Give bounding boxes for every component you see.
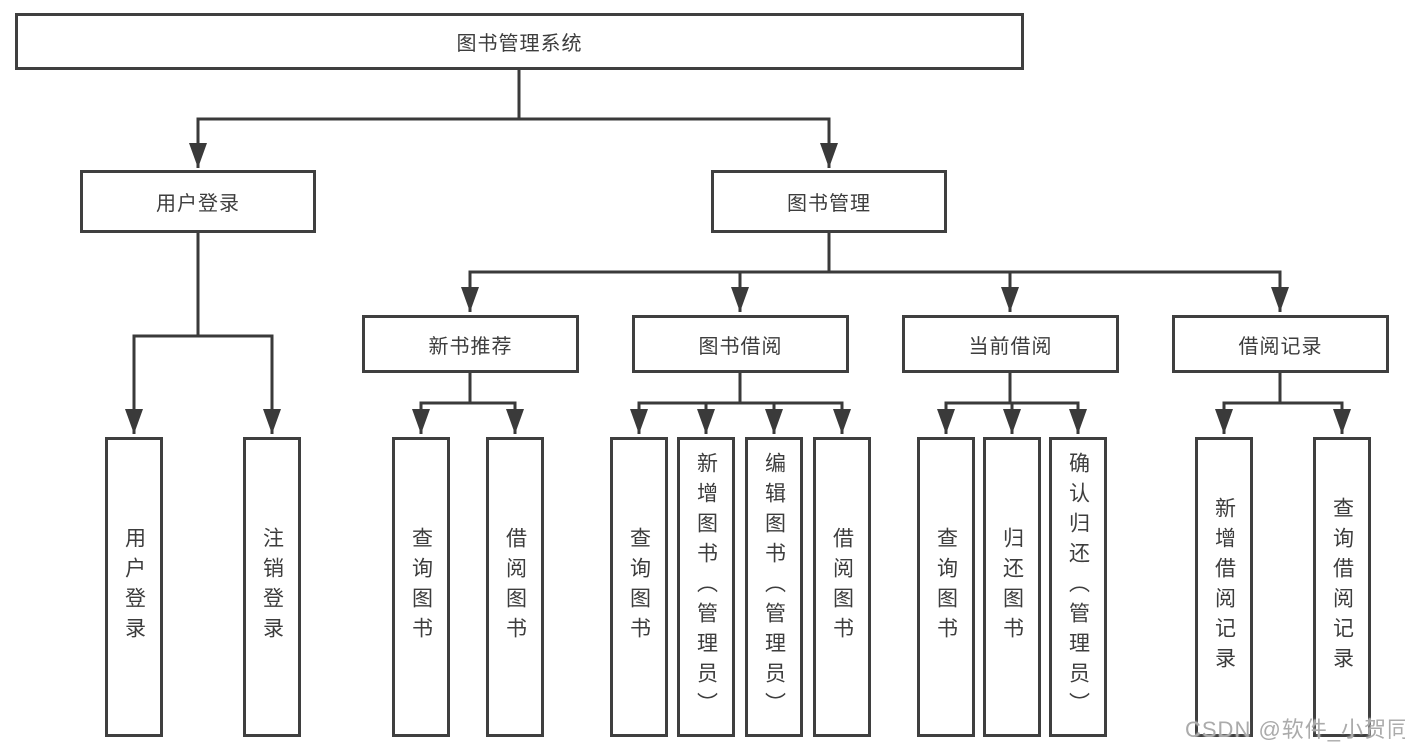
node-query-books-current: 查询图书: [917, 437, 975, 737]
connector-user-login-children: [125, 233, 281, 434]
node-add-book-admin-label: 新增图书（管理员）: [694, 452, 718, 722]
node-return-books-label: 归还图书: [1000, 527, 1024, 647]
node-edit-book-admin-label: 编辑图书（管理员）: [762, 452, 786, 722]
node-user-login-leaf: 用户登录: [105, 437, 163, 737]
node-add-book-admin: 新增图书（管理员）: [677, 437, 735, 737]
node-borrow-books-borrowing-label: 借阅图书: [830, 527, 854, 647]
node-confirm-return-admin-label: 确认归还（管理员）: [1066, 452, 1090, 722]
node-user-login-label: 用户登录: [156, 193, 240, 215]
node-query-books-current-label: 查询图书: [934, 527, 958, 647]
node-query-books-recommend-label: 查询图书: [409, 527, 433, 647]
connector-root-to-level2: [189, 69, 838, 168]
node-query-borrow-record: 查询借阅记录: [1313, 437, 1371, 737]
root-node: 图书管理系统: [15, 13, 1024, 70]
node-query-borrow-record-label: 查询借阅记录: [1330, 497, 1354, 677]
connector-book-management-children: [461, 233, 1289, 312]
node-logout: 注销登录: [243, 437, 301, 737]
node-user-login-leaf-label: 用户登录: [122, 527, 146, 647]
connector-new-book-recommendation-children: [412, 373, 524, 434]
node-query-books-recommend: 查询图书: [392, 437, 450, 737]
csdn-watermark: CSDN @软件_小贺同学: [1185, 717, 1405, 742]
node-query-books-borrowing: 查询图书: [610, 437, 668, 737]
node-edit-book-admin: 编辑图书（管理员）: [745, 437, 803, 737]
root-node-label: 图书管理系统: [456, 33, 583, 55]
node-return-books: 归还图书: [983, 437, 1041, 737]
node-add-borrow-record: 新增借阅记录: [1195, 437, 1253, 737]
node-borrowing-records-label: 借阅记录: [1238, 335, 1323, 358]
node-borrowing-records: 借阅记录: [1172, 315, 1389, 373]
node-book-management-label: 图书管理: [787, 193, 871, 215]
node-user-login: 用户登录: [80, 170, 316, 233]
node-new-book-recommendation-label: 新书推荐: [428, 335, 513, 358]
connector-borrowing-records-children: [1215, 373, 1351, 434]
node-current-borrowing-label: 当前借阅: [968, 335, 1053, 358]
node-logout-label: 注销登录: [260, 527, 284, 647]
node-book-management: 图书管理: [711, 170, 947, 233]
node-query-books-borrowing-label: 查询图书: [627, 527, 651, 647]
node-current-borrowing: 当前借阅: [902, 315, 1119, 373]
node-borrow-books-borrowing: 借阅图书: [813, 437, 871, 737]
node-borrow-books-recommend-label: 借阅图书: [503, 527, 527, 647]
connector-current-borrowing-children: [937, 373, 1087, 434]
node-book-borrowing-label: 图书借阅: [698, 335, 783, 358]
connector-book-borrowing-children: [630, 373, 851, 434]
node-borrow-books-recommend: 借阅图书: [486, 437, 544, 737]
node-new-book-recommendation: 新书推荐: [362, 315, 579, 373]
node-confirm-return-admin: 确认归还（管理员）: [1049, 437, 1107, 737]
node-book-borrowing: 图书借阅: [632, 315, 849, 373]
node-add-borrow-record-label: 新增借阅记录: [1212, 497, 1236, 677]
